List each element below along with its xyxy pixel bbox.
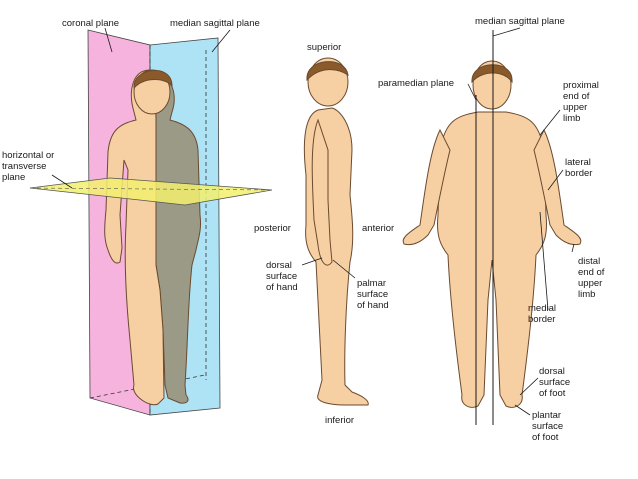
right-figure-body	[402, 60, 582, 408]
median-sagittal-plane-left-label: median sagittal plane	[170, 18, 260, 29]
dorsal-surface-of-hand-label: dorsal surface of hand	[266, 260, 298, 293]
horizontal-plane	[29, 177, 273, 206]
dorsal-surface-of-foot-label: dorsal surface of foot	[539, 366, 571, 399]
distal-end-of-upper-limb-label: distal end of upper limb	[578, 256, 605, 300]
left-figure-body	[104, 69, 201, 406]
horizontal-plane-label: horizontal or transverse plane	[2, 150, 55, 183]
plantar-surface-of-foot-label: plantar surface of foot	[532, 410, 564, 443]
middle-figure-body	[303, 57, 369, 406]
superior-label: superior	[307, 42, 342, 53]
median-sagittal-plane-right-label: median sagittal plane	[475, 16, 565, 27]
lateral-border-label: lateral border	[565, 157, 593, 179]
medial-border-label: medial border	[528, 303, 556, 325]
coronal-plane-label: coronal plane	[62, 18, 120, 29]
inferior-label: inferior	[325, 415, 355, 426]
anterior-label: anterior	[362, 223, 395, 234]
proximal-end-of-upper-limb-label: proximal end of upper limb	[563, 80, 599, 124]
palmar-surface-of-hand-label: palmar surface of hand	[357, 278, 389, 311]
paramedian-plane-label: paramedian plane	[378, 78, 455, 89]
posterior-label: posterior	[254, 223, 291, 234]
